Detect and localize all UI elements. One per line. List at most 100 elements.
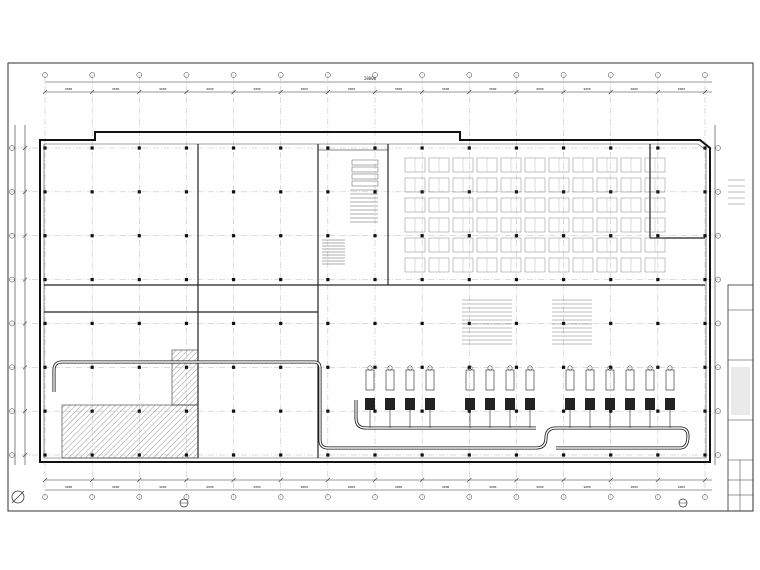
column [703,146,707,150]
station-base [365,398,375,410]
column [420,453,424,457]
column [279,365,283,369]
bay-dimension-label: 9000 [254,485,261,489]
column [373,146,377,150]
column [609,453,613,457]
column [184,277,189,282]
station-head [587,365,593,371]
bay-dimension-label: 9000 [395,485,402,489]
column [467,365,471,369]
column [420,321,424,326]
column [703,453,707,457]
station-base [625,398,635,410]
column [326,190,330,194]
column [514,409,519,413]
column [90,409,94,413]
column [90,190,94,194]
station-head [607,365,613,371]
bay-dimension-label: 9000 [112,87,119,91]
notes-block [462,299,592,345]
column [326,453,330,457]
north-arrow-icon [11,490,25,504]
column [609,409,613,413]
column [420,234,424,238]
column [90,234,94,238]
column [561,321,566,326]
column [137,365,141,369]
column [184,409,189,413]
bay-dimension-label: 9000 [65,485,72,489]
station-base [385,398,395,410]
bay-dimension-label: 9000 [442,87,449,91]
station-base [605,398,615,410]
structural-columns [43,146,707,457]
bay-dimension-label: 9000 [442,485,449,489]
bay-dimension-label: 9000 [206,485,213,489]
station-base [405,398,415,410]
station-head [567,365,573,371]
column [231,365,236,369]
column [43,321,47,326]
station-head [527,365,533,371]
column [326,234,330,238]
station-head [627,365,633,371]
column [231,190,236,194]
bay-dimension-label: 9000 [631,87,638,91]
bay-dimension-label: 9000 [536,87,543,91]
column [373,409,377,413]
column [609,277,613,282]
station-head [387,365,393,371]
column [703,409,707,413]
column [137,146,141,150]
packing-stations [365,365,675,428]
column [43,190,47,194]
bay-dimension-label: 9000 [584,485,591,489]
column [467,277,471,282]
station-base [665,398,675,410]
bay-dimension-label: 9000 [395,87,402,91]
column [514,146,519,150]
column [656,365,660,369]
column [326,321,330,326]
station-head [367,365,373,371]
column [656,453,660,457]
conveyor-loop [52,360,690,450]
column [279,409,283,413]
column [703,190,707,194]
column [609,146,613,150]
column [43,234,47,238]
bay-dimension-label: 9000 [159,485,166,489]
column [231,453,236,457]
column [43,453,47,457]
bay-dimension-label: 9000 [65,87,72,91]
bay-dimension-label: 9000 [301,485,308,489]
column [703,277,707,282]
column [467,234,471,238]
column [137,277,141,282]
storage-racks [404,157,666,273]
legend-text [728,179,745,205]
column [326,409,330,413]
column [90,365,94,369]
column [279,190,283,194]
column [326,277,330,282]
column [420,277,424,282]
column [137,321,141,326]
column [561,453,566,457]
bay-dimension-label: 9000 [678,87,685,91]
column [656,321,660,326]
column [43,409,47,413]
column [279,234,283,238]
column [467,409,471,413]
column [279,146,283,150]
column [43,146,47,150]
column [279,453,283,457]
column [373,365,377,369]
column [656,409,660,413]
column [561,409,566,413]
column [514,234,519,238]
column [656,234,660,238]
column [514,365,519,369]
column [184,190,189,194]
